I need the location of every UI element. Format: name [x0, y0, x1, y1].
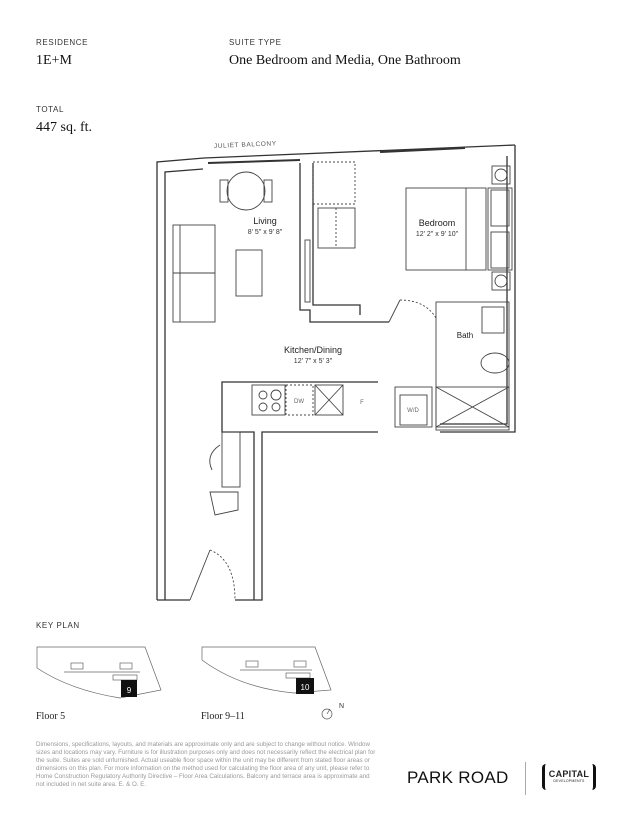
- developer-logo: CAPITAL DEVELOPMENTS: [542, 764, 596, 790]
- residence-label: RESIDENCE: [36, 38, 89, 47]
- room-dims-kitchen: 12' 7" x 5' 3": [294, 358, 333, 365]
- room-name-kitchen: Kitchen/Dining: [284, 345, 342, 355]
- total-label: TOTAL: [36, 105, 65, 114]
- floor-9-11-label: Floor 9–11: [201, 711, 245, 722]
- north-label: N: [339, 703, 344, 710]
- residence-value: 1E+M: [36, 53, 72, 68]
- balcony-label: JULIET BALCONY: [214, 140, 277, 150]
- north-compass-icon: [321, 708, 333, 720]
- developer-name: CAPITAL: [548, 769, 590, 779]
- furniture: [172, 161, 513, 601]
- unit-number-floor-5: 9: [127, 686, 132, 695]
- room-name-bath: Bath: [457, 331, 473, 340]
- logo-divider: [525, 762, 526, 795]
- developer-sub: DEVELOPMENTS: [553, 779, 585, 783]
- room-dims-living: 8' 5" x 9' 8": [248, 229, 283, 236]
- fridge-label: F: [360, 400, 364, 406]
- key-plan-title: KEY PLAN: [36, 621, 80, 630]
- total-value: 447 sq. ft.: [36, 120, 92, 135]
- suite-type-value: One Bedroom and Media, One Bathroom: [229, 53, 461, 68]
- room-name-bedroom: Bedroom: [419, 218, 456, 228]
- key-plan-floor-5: [36, 646, 162, 699]
- unit-highlight-floor-9-11: [296, 678, 314, 694]
- floor-5-label: Floor 5: [36, 711, 66, 722]
- room-name-living: Living: [253, 216, 277, 226]
- dishwasher-label: DW: [294, 399, 304, 405]
- washer-dryer-label: W/D: [407, 408, 419, 414]
- unit-number-floor-9-11: 10: [301, 683, 310, 692]
- room-dims-bedroom: 12' 2" x 9' 10": [416, 231, 459, 238]
- unit-highlight-floor-5: [121, 680, 137, 697]
- disclaimer: Dimensions, specifications, layouts, and…: [36, 741, 376, 788]
- project-logo: PARK ROAD: [407, 768, 509, 787]
- suite-type-label: SUITE TYPE: [229, 38, 282, 47]
